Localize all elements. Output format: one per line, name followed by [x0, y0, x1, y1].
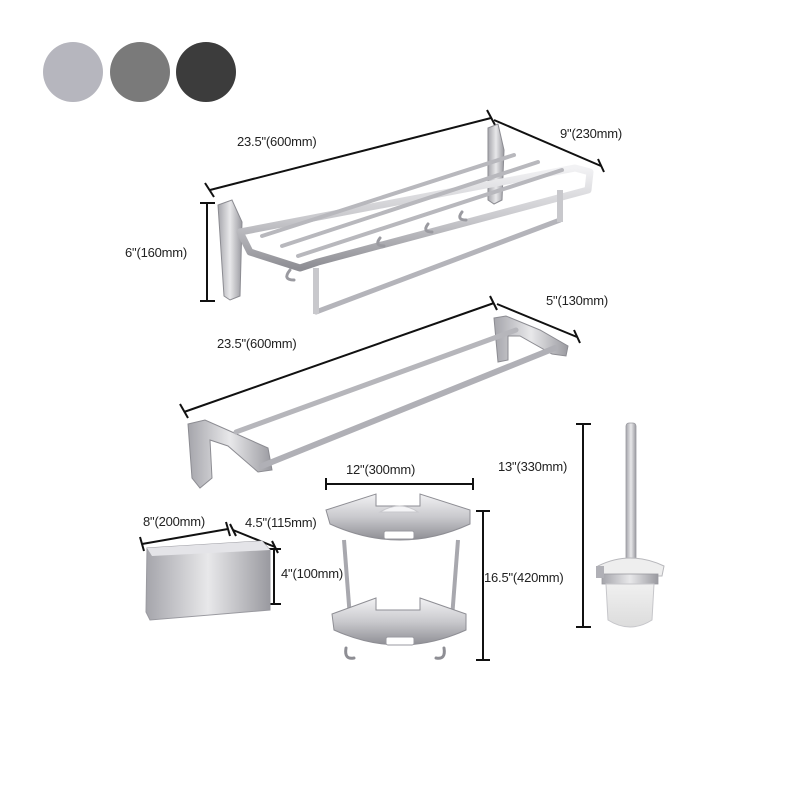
corner-shelf-illustration	[325, 478, 490, 661]
corner-shelf-width-label: 12"(300mm)	[346, 462, 416, 477]
corner-shelf-height-label: 16.5"(420mm)	[484, 570, 564, 585]
towel-rack-width-label: 23.5"(600mm)	[237, 134, 317, 149]
towel-rack-depth-label: 9"(230mm)	[560, 126, 623, 141]
tissue-box-illustration	[139, 521, 281, 621]
double-towel-bar-illustration	[179, 295, 581, 489]
folding-towel-rack-illustration	[200, 109, 605, 315]
towel-bar-width-label: 23.5"(600mm)	[217, 336, 297, 351]
color-swatch-black[interactable]	[176, 42, 236, 102]
tissue-box-depth-label: 4.5"(115mm)	[245, 515, 317, 530]
tissue-box-width-label: 8"(200mm)	[143, 514, 206, 529]
color-swatch-gray[interactable]	[110, 42, 170, 102]
toilet-brush-height-label: 13"(330mm)	[498, 459, 568, 474]
color-swatch-silver[interactable]	[43, 42, 103, 102]
towel-bar-depth-label: 5"(130mm)	[546, 293, 609, 308]
toilet-brush-illustration	[576, 422, 665, 628]
towel-rack-height-label: 6"(160mm)	[125, 245, 188, 260]
tissue-box-height-label: 4"(100mm)	[281, 566, 344, 581]
